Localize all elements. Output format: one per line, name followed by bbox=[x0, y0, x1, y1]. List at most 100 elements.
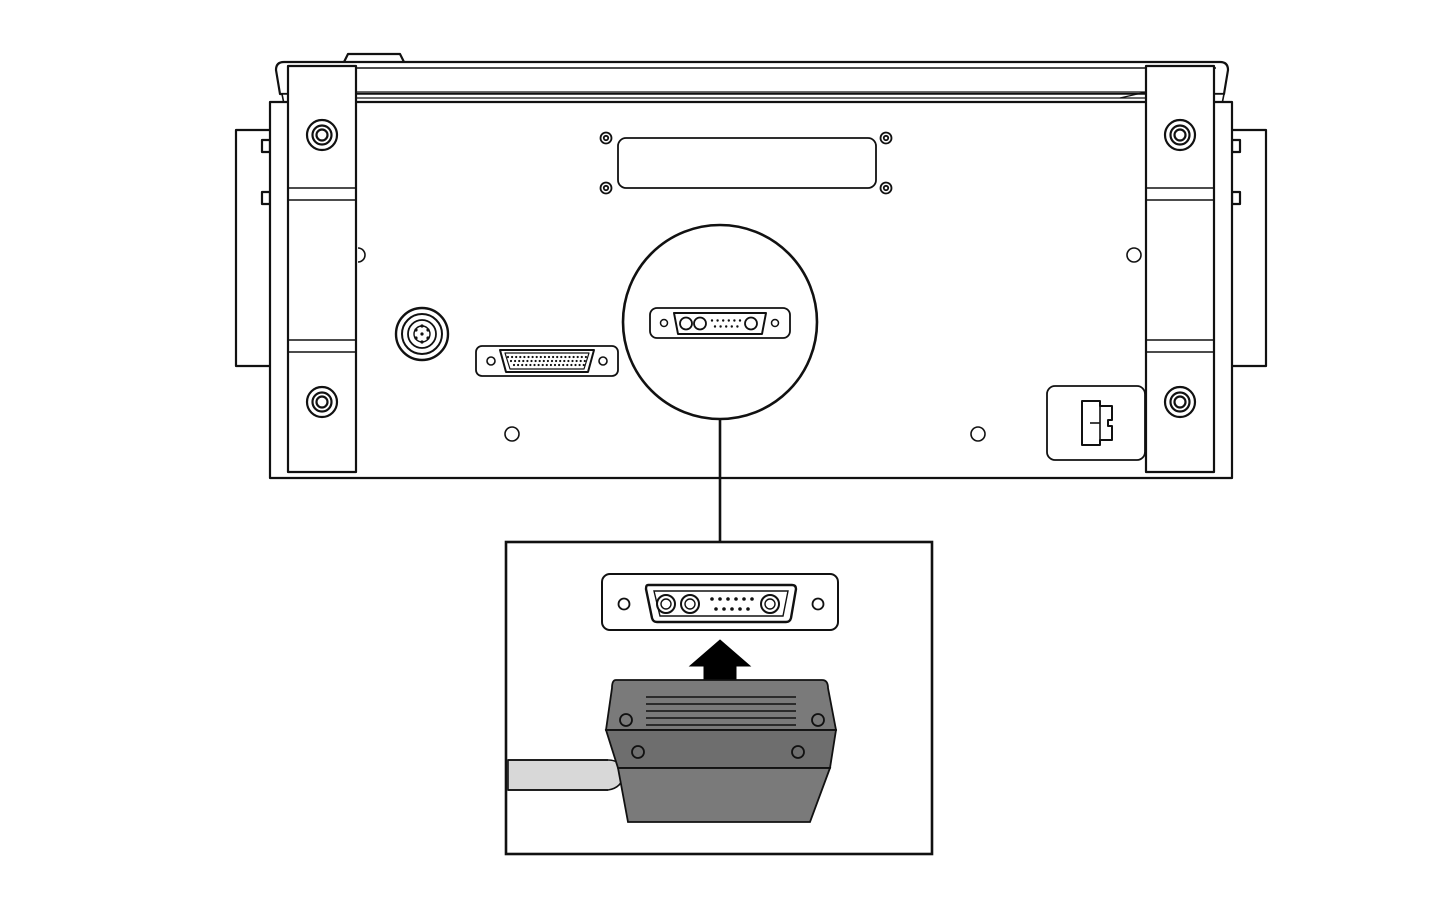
pin-dot bbox=[522, 359, 525, 363]
pin-dot bbox=[541, 363, 544, 367]
pin-dot bbox=[514, 359, 517, 363]
pin-dot bbox=[509, 359, 513, 363]
pin-dot bbox=[725, 325, 728, 328]
pin-dot bbox=[523, 355, 526, 359]
pin-dot bbox=[571, 359, 574, 363]
bracket-screw-bottom-right bbox=[1163, 385, 1197, 419]
pin-dot bbox=[517, 363, 520, 367]
detail-view bbox=[504, 540, 934, 856]
bracket-screw-top-left bbox=[305, 118, 339, 152]
pin-dot bbox=[738, 607, 742, 611]
plug-screw-top-right bbox=[811, 713, 825, 727]
left-side-hole bbox=[357, 247, 366, 263]
plug-screw-bottom-left bbox=[631, 745, 645, 759]
pin-dot bbox=[527, 355, 530, 359]
pin-dot bbox=[515, 355, 518, 359]
top-rail-line-3 bbox=[1119, 91, 1147, 99]
pin-dot bbox=[568, 355, 571, 359]
bracket-screw-bottom-left bbox=[305, 385, 339, 419]
pin-dot bbox=[526, 359, 529, 363]
main-body bbox=[268, 100, 1234, 480]
pin-dot bbox=[710, 319, 714, 322]
pin-dot bbox=[583, 359, 586, 363]
pin-dot bbox=[575, 359, 578, 363]
pin-dot bbox=[567, 359, 570, 363]
right-side-flange bbox=[1228, 128, 1268, 368]
pin-dot bbox=[512, 363, 516, 367]
pin-dot bbox=[746, 607, 750, 611]
bottom-hole-left bbox=[504, 426, 520, 442]
pin-dot bbox=[538, 359, 541, 363]
pin-dot bbox=[560, 355, 563, 359]
right-side-hole bbox=[1126, 247, 1142, 263]
pin-dot bbox=[714, 607, 718, 611]
pin-dot bbox=[531, 355, 534, 359]
pin-dot bbox=[738, 319, 742, 322]
pin-dot bbox=[556, 355, 559, 359]
pin-dot bbox=[719, 325, 722, 328]
pin-dot bbox=[542, 359, 545, 363]
pin-dot bbox=[525, 363, 528, 367]
pin-dot bbox=[535, 355, 538, 359]
right-bracket bbox=[1144, 64, 1216, 474]
left-side-flange bbox=[234, 128, 274, 368]
pin-dot bbox=[750, 597, 754, 601]
pin-dot bbox=[578, 363, 581, 367]
pin-dot bbox=[553, 363, 557, 367]
pin-dot bbox=[549, 363, 553, 367]
pin-dot bbox=[547, 355, 551, 359]
pin-dot bbox=[539, 355, 542, 359]
pin-dot bbox=[506, 355, 510, 359]
pin-dot bbox=[574, 363, 577, 367]
device-rear-panel bbox=[234, 52, 1268, 480]
pin-dot bbox=[566, 363, 569, 367]
pin-dot bbox=[534, 359, 537, 363]
pin-dot bbox=[563, 359, 566, 363]
pin-dot bbox=[564, 355, 567, 359]
pin-dot bbox=[718, 597, 722, 601]
top-cover bbox=[274, 60, 1230, 96]
pin-dot bbox=[529, 363, 532, 367]
pin-dot bbox=[727, 319, 730, 322]
plug-grip-ridges bbox=[646, 696, 796, 726]
pin-dot bbox=[555, 359, 558, 363]
combo-dsub-plug-icon bbox=[604, 679, 838, 823]
pin-dot bbox=[558, 363, 561, 367]
pin-dot bbox=[519, 355, 522, 359]
pin-dot bbox=[518, 359, 521, 363]
bracket-screw-top-right bbox=[1163, 118, 1197, 152]
pin-dot bbox=[579, 359, 582, 363]
pin-dot bbox=[533, 363, 536, 367]
circular-connector-icon bbox=[394, 306, 450, 362]
pin-dot bbox=[543, 355, 547, 359]
pin-dot bbox=[510, 355, 514, 359]
pin-dot bbox=[559, 359, 562, 363]
left-bracket bbox=[286, 64, 358, 474]
plug-screw-bottom-right bbox=[791, 745, 805, 759]
pin-dot bbox=[550, 359, 554, 363]
pin-dot bbox=[552, 355, 555, 359]
pin-dot bbox=[546, 359, 550, 363]
pin-dot bbox=[736, 325, 739, 328]
pin-dot bbox=[742, 597, 746, 601]
pin-dot bbox=[730, 325, 733, 328]
pin-dot bbox=[537, 363, 540, 367]
pin-dot bbox=[580, 355, 583, 359]
pin-dot bbox=[582, 363, 585, 367]
plug-screw-top-left bbox=[619, 713, 633, 727]
pin-dot bbox=[576, 355, 579, 359]
combo-dsub-connector-icon bbox=[649, 307, 791, 339]
pin-dot bbox=[545, 363, 548, 367]
pin-dot bbox=[570, 363, 573, 367]
cover-plate-screws bbox=[599, 131, 893, 195]
pin-dot bbox=[530, 359, 533, 363]
pin-dot bbox=[722, 319, 725, 322]
pin-dot bbox=[584, 355, 588, 359]
top-handle bbox=[343, 52, 405, 63]
pin-dot bbox=[726, 597, 730, 601]
blank-cover-plate bbox=[617, 137, 877, 189]
cable-icon bbox=[507, 759, 625, 791]
pin-dot bbox=[730, 607, 734, 611]
bottom-hole-right bbox=[970, 426, 986, 442]
